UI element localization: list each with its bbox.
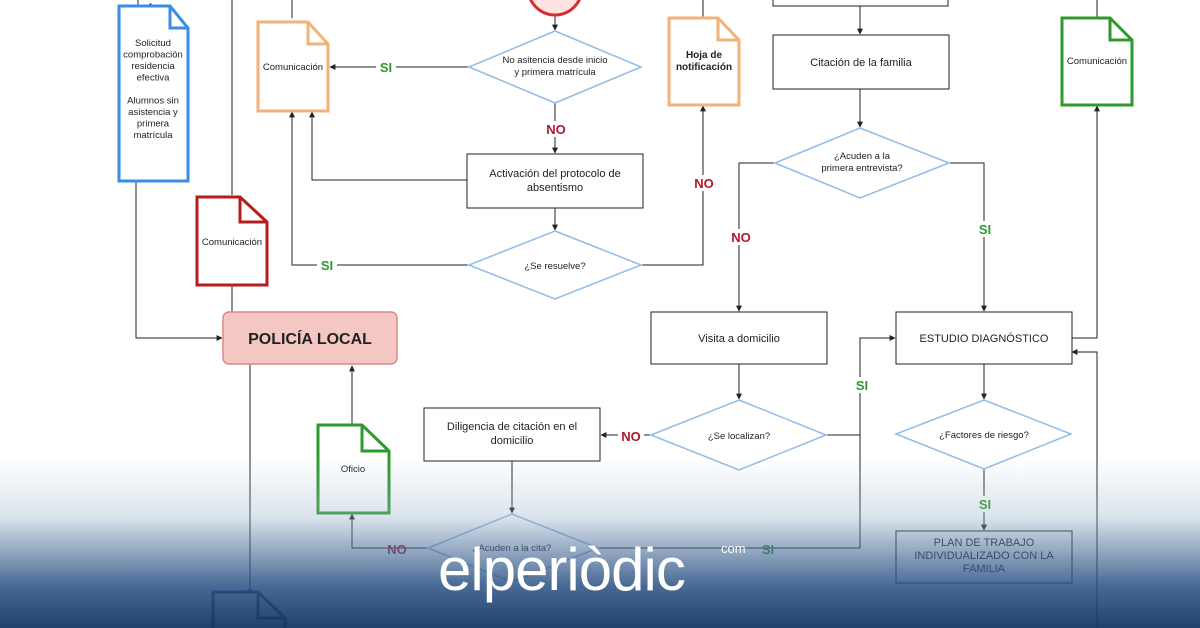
process-policia-local-label: POLICÍA LOCAL xyxy=(248,329,372,348)
decision-se-localizan: ¿Se localizan? xyxy=(648,399,829,471)
process-citacion-familia: Citación de la familia xyxy=(772,34,950,90)
decision-se-resuelve-label: ¿Se resuelve? xyxy=(524,261,585,272)
process-estudio-diagnostico-label: ESTUDIO DIAGNÓSTICO xyxy=(920,332,1049,345)
decision-factores: ¿Factores de riesgo? xyxy=(893,399,1074,470)
edge-no-visita: NO xyxy=(731,230,751,245)
doc-oficio-label: Oficio xyxy=(341,464,365,475)
process-visita-domicilio: Visita a domicilio xyxy=(650,311,828,365)
doc-comunicacion-red-label: Comunicación xyxy=(202,237,262,248)
doc-comunicacion-orange: Comunicación xyxy=(256,20,330,113)
edge-si-localizan: SI xyxy=(856,378,868,393)
doc-comunicacion-red: Comunicación xyxy=(195,195,269,287)
process-visita-domicilio-label: Visita a domicilio xyxy=(698,333,780,345)
edge-no-hoja: NO xyxy=(694,176,714,191)
process-estudio-diagnostico: ESTUDIO DIAGNÓSTICO xyxy=(895,311,1073,365)
top-box-partial xyxy=(772,0,949,7)
edge-no-oficio: NO xyxy=(387,542,407,557)
doc-comunicacion-green: Comunicación xyxy=(1060,16,1134,107)
brand-logo: elperiòdic com xyxy=(438,536,746,620)
doc-comunicacion-orange-label: Comunicación xyxy=(263,62,323,73)
decision-factores-label: ¿Factores de riesgo? xyxy=(939,430,1029,441)
edge-no-activacion: NO xyxy=(546,122,566,137)
doc-oficio: Oficio xyxy=(316,423,391,515)
brand-suffix: com xyxy=(721,541,746,556)
doc-bottom-partial xyxy=(211,590,287,628)
decision-se-resuelve: ¿Se resuelve? xyxy=(466,230,644,300)
edge-si-resuelve: SI xyxy=(321,258,333,273)
edge-si-comunicacion: SI xyxy=(380,60,392,75)
stop-circle xyxy=(529,0,581,17)
process-policia-local: POLICÍA LOCAL xyxy=(222,311,398,365)
process-citacion-familia-label: Citación de la familia xyxy=(810,57,912,69)
doc-comunicacion-green-label: Comunicación xyxy=(1067,56,1127,67)
edge-labels: SI NO NO SI NO SI SI NO SI NO SI xyxy=(317,58,995,557)
decision-se-localizan-label: ¿Se localizan? xyxy=(708,431,770,442)
edge-si-factores: SI xyxy=(979,497,991,512)
edge-si-estudio: SI xyxy=(979,222,991,237)
brand-name: elperiòdic xyxy=(438,536,686,603)
edge-no-diligencia: NO xyxy=(621,429,641,444)
edge-si-cita: SI xyxy=(762,542,774,557)
